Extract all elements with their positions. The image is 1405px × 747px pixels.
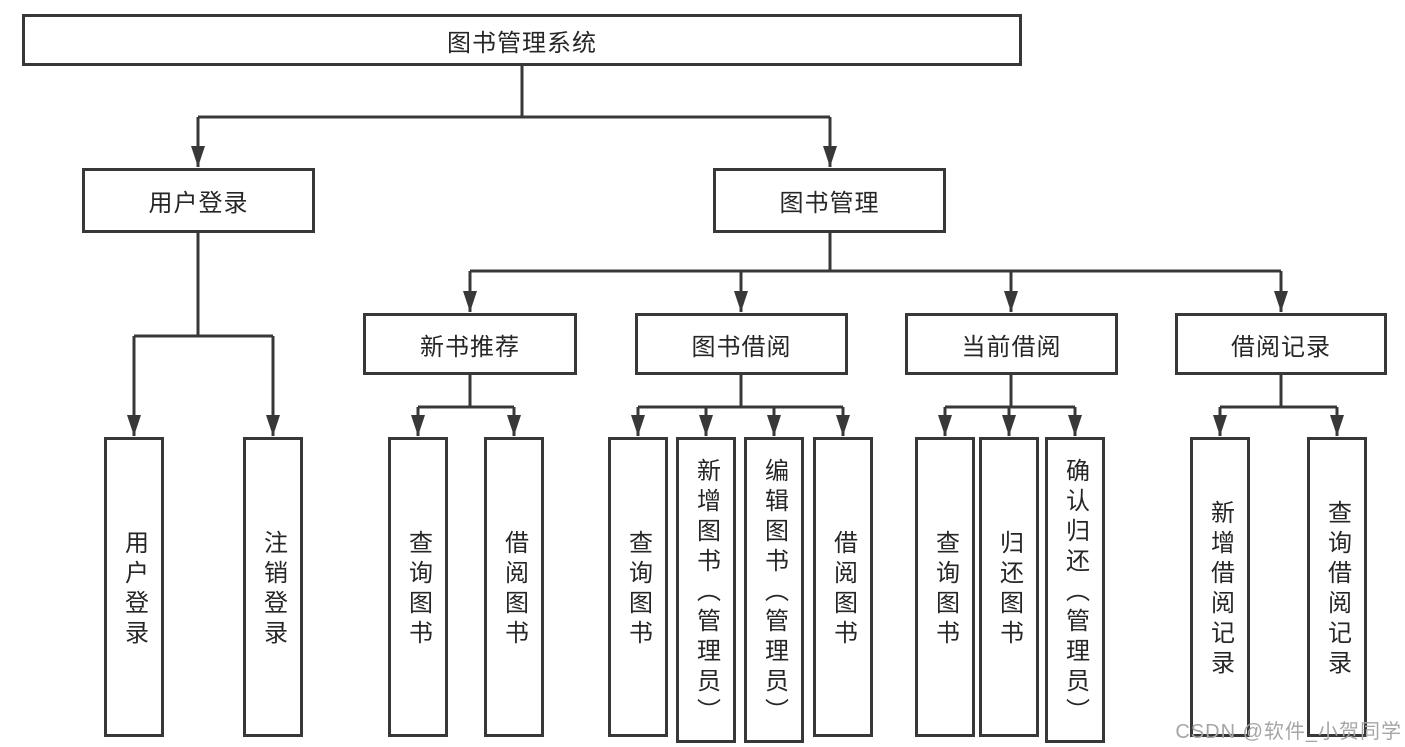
node-new-book-recommend: 新书推荐 bbox=[363, 313, 577, 375]
node-root: 图书管理系统 bbox=[22, 14, 1022, 66]
leaf-logout: 注销登录 bbox=[243, 437, 303, 737]
node-user-login: 用户登录 bbox=[82, 168, 315, 233]
leaf-current-query-books: 查询图书 bbox=[915, 437, 975, 737]
leaf-borrow-add-books-admin: 新增图书（管理员） bbox=[676, 437, 736, 743]
leaf-borrow-borrow-books: 借阅图书 bbox=[813, 437, 873, 737]
leaf-records-query-record: 查询借阅记录 bbox=[1307, 437, 1367, 737]
leaf-current-return-books: 归还图书 bbox=[979, 437, 1039, 737]
leaf-user-login: 用户登录 bbox=[104, 437, 164, 737]
leaf-recommend-query-books: 查询图书 bbox=[388, 437, 448, 737]
leaf-recommend-borrow-books: 借阅图书 bbox=[484, 437, 544, 737]
node-book-borrow: 图书借阅 bbox=[635, 313, 848, 375]
node-book-management: 图书管理 bbox=[713, 168, 946, 233]
leaf-borrow-query-books: 查询图书 bbox=[608, 437, 668, 737]
leaf-records-add-record: 新增借阅记录 bbox=[1190, 437, 1250, 737]
leaf-current-confirm-return-admin: 确认归还（管理员） bbox=[1045, 437, 1105, 743]
leaf-borrow-edit-books-admin: 编辑图书（管理员） bbox=[744, 437, 804, 743]
node-current-borrow: 当前借阅 bbox=[905, 313, 1118, 375]
csdn-watermark: CSDN @软件_小贺同学 bbox=[1175, 721, 1402, 743]
node-borrow-records: 借阅记录 bbox=[1175, 313, 1387, 375]
